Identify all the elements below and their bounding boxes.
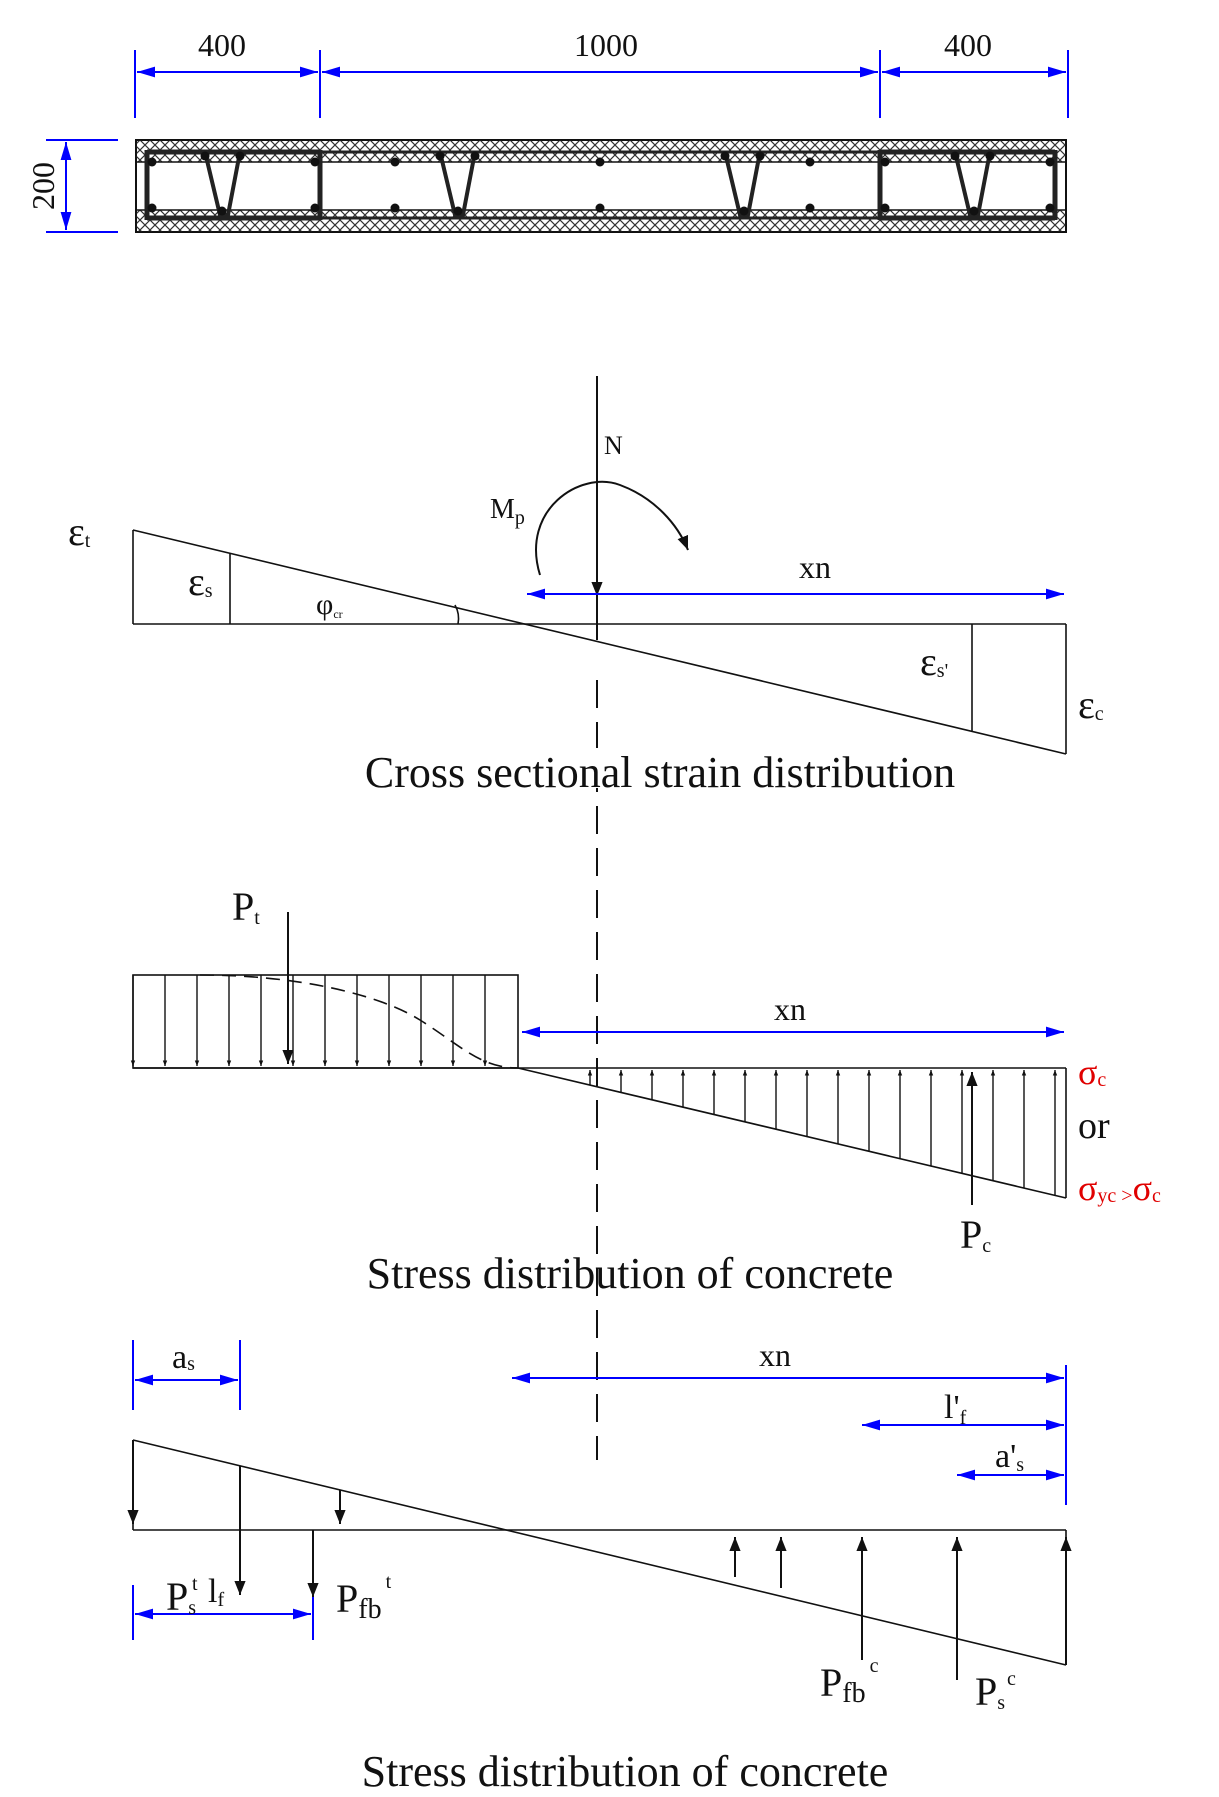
- xn-label-steel: xn: [759, 1337, 791, 1373]
- eps-s-prime-label: εs': [920, 639, 948, 684]
- xn-label-concrete: xn: [774, 991, 806, 1027]
- moment-arrow: [535, 480, 689, 576]
- eps-s-label: εs: [188, 559, 213, 604]
- l-prime-f-label: l'f: [944, 1389, 967, 1429]
- strain-diagram: N Mp xn εt εs φcr εs' εc Cross sectional…: [68, 431, 1104, 797]
- axial-force-label: N: [604, 431, 623, 460]
- ps-t-label: Pst: [166, 1573, 198, 1619]
- strain-title: Cross sectional strain distribution: [365, 748, 955, 797]
- or-label: or: [1078, 1105, 1110, 1147]
- a-prime-s-label: a's: [995, 1438, 1024, 1476]
- pfb-t-label: Pfbt: [336, 1571, 392, 1625]
- sigma-c-label: σc: [1078, 1052, 1106, 1092]
- cross-section: 400 1000 400 200: [25, 27, 1069, 233]
- steel-stress-diagram: as xn l'f a's lf Pst Pfbt: [127, 1337, 1072, 1796]
- xn-label-strain: xn: [799, 549, 831, 585]
- compression-stress-arrows: [587, 1070, 1058, 1196]
- curvature-label: φcr: [316, 588, 343, 621]
- concrete-stress-title: Stress distribution of concrete: [367, 1249, 894, 1298]
- dimension-lines: [46, 50, 1069, 233]
- lf-label: lf: [208, 1573, 224, 1611]
- as-label: as: [172, 1339, 195, 1376]
- dim-middle: 1000: [574, 27, 638, 63]
- dim-left: 400: [198, 27, 246, 63]
- dim-right: 400: [944, 27, 992, 63]
- eps-c-label: εc: [1078, 682, 1104, 727]
- slab-section: [135, 139, 1067, 233]
- pfb-c-label: Pfbc: [820, 1655, 879, 1709]
- ps-c-label: Psc: [975, 1668, 1016, 1714]
- dim-height: 200: [25, 162, 61, 210]
- moment-label: Mp: [490, 494, 525, 529]
- sigma-yc-label: σyc >σc: [1078, 1168, 1161, 1208]
- compression-resultant-label: Pc: [960, 1212, 991, 1257]
- tension-resultant-label: Pt: [232, 884, 260, 929]
- steel-stress-title: Stress distribution of concrete: [362, 1747, 889, 1796]
- concrete-stress-diagram: Pt Pc xn σc or σyc >σc Stress distributi…: [130, 884, 1161, 1298]
- tension-stress-arrows: [130, 975, 488, 1066]
- eps-t-label: εt: [68, 509, 91, 554]
